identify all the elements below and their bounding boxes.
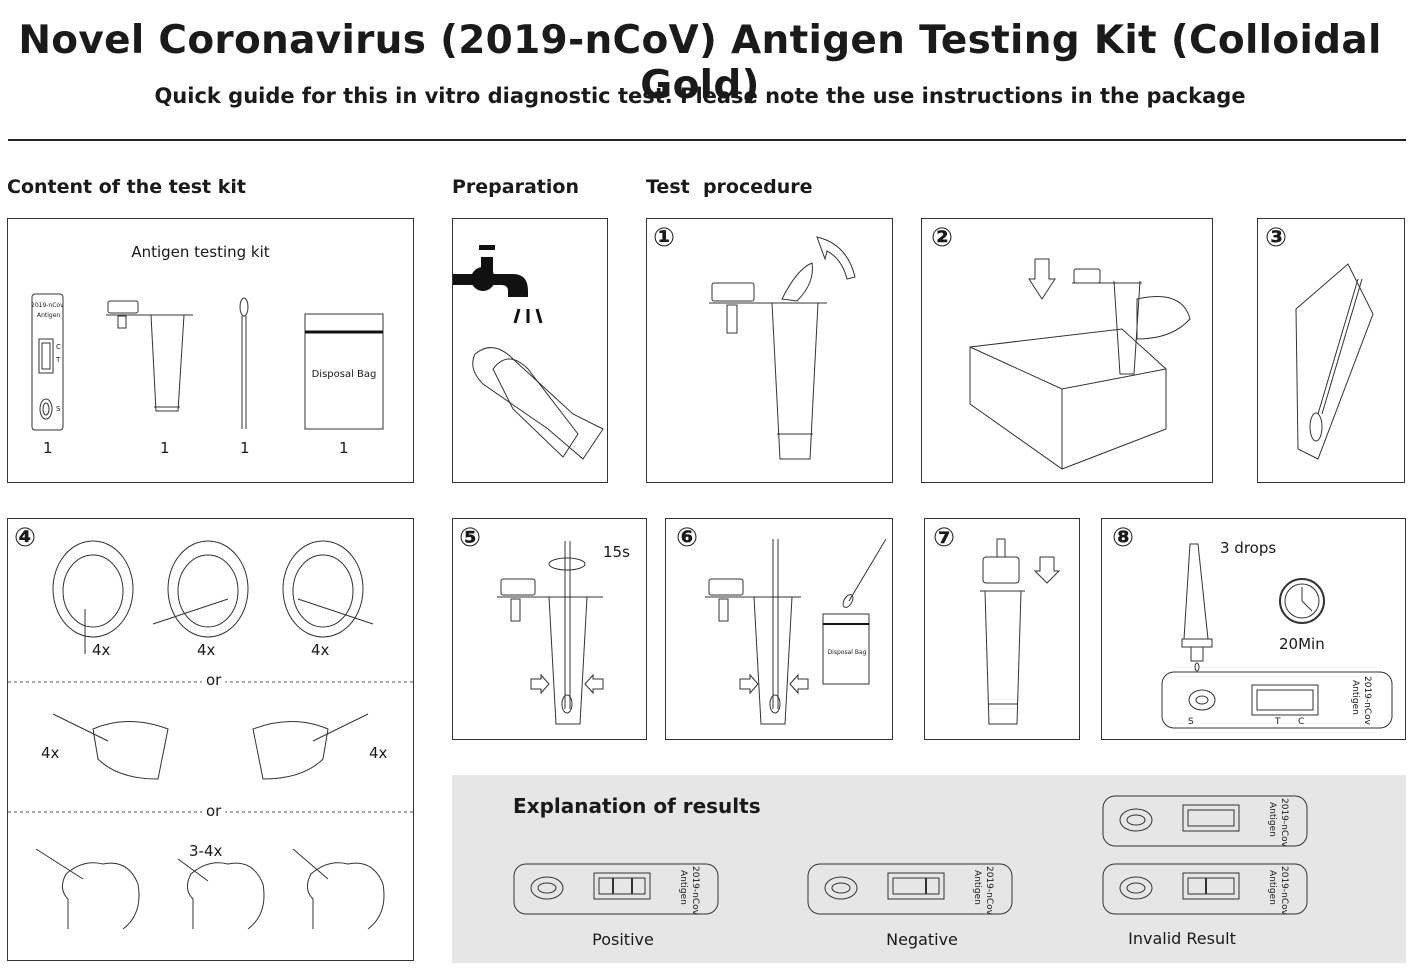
- throat-count-1: 4x: [92, 641, 111, 659]
- step-8-cassette-sub: Antigen: [1350, 680, 1360, 715]
- or-separator-1: or: [202, 671, 226, 689]
- page-subtitle: Quick guide for this in vitro diagnostic…: [154, 84, 1246, 108]
- step-6-number: ⑥: [676, 523, 699, 553]
- kit-cassette-t: T: [56, 356, 61, 364]
- kit-count-tube: 1: [160, 439, 170, 457]
- or-separator-2: or: [202, 802, 226, 820]
- invalid-1-cassette-name: 2019-nCov: [1279, 798, 1289, 847]
- step-3-illustration: [1295, 263, 1374, 460]
- content-heading: Content of the test kit: [7, 176, 246, 198]
- step-2-illustration: [969, 258, 1191, 470]
- throat-count-3: 4x: [311, 641, 330, 659]
- step-5-illustration: [497, 541, 604, 725]
- invalid-2-cassette-name: 2019-nCov: [1279, 866, 1289, 915]
- kit-cassette-sub: Antigen: [37, 312, 61, 319]
- step-3-number: ③: [1265, 223, 1288, 253]
- step-8-time: 20Min: [1279, 635, 1325, 653]
- kit-heading: Antigen testing kit: [131, 243, 270, 261]
- results-heading: Explanation of results: [513, 794, 761, 818]
- nasopharyngeal-count: 3-4x: [189, 842, 223, 860]
- step-8-s: S: [1188, 717, 1194, 727]
- step-7-number: ⑦: [933, 523, 956, 553]
- step-6-panel: ⑥ Disposal Bag: [665, 518, 893, 740]
- step-8-c: C: [1298, 717, 1305, 727]
- kit-cassette-c: C: [56, 343, 61, 351]
- results-panel: [452, 775, 1406, 963]
- step-8-number: ⑧: [1112, 523, 1135, 553]
- kit-cassette-s: S: [56, 405, 61, 413]
- step-8-cassette-name: 2019-nCov: [1362, 676, 1372, 725]
- negative-cassette-name: 2019-nCov: [984, 866, 994, 915]
- negative-cassette-sub: Antigen: [972, 870, 982, 905]
- throat-count-2: 4x: [197, 641, 216, 659]
- result-invalid-label: Invalid Result: [1128, 929, 1236, 948]
- header-divider: [8, 139, 1406, 141]
- step-6-illustration: [705, 538, 887, 725]
- step-2-number: ②: [931, 223, 954, 253]
- step-5-number: ⑤: [459, 523, 482, 553]
- procedure-heading: Test procedure: [646, 176, 813, 198]
- result-negative-label: Negative: [886, 930, 958, 949]
- result-positive-label: Positive: [592, 930, 654, 949]
- step-1-panel: ①: [646, 218, 893, 483]
- preparation-panel: [452, 218, 608, 483]
- step-7-panel: ⑦: [924, 518, 1080, 740]
- kit-count-swab: 1: [240, 439, 250, 457]
- step-8-panel: ⑧ 3 drops 20Min S T C 2019-nCov Antigen: [1101, 518, 1406, 740]
- kit-disposal-bag-label: Disposal Bag: [311, 369, 377, 380]
- invalid-1-cassette-sub: Antigen: [1267, 802, 1277, 837]
- wash-hands-illustration: [453, 245, 604, 460]
- preparation-heading: Preparation: [452, 176, 579, 198]
- positive-cassette-name: 2019-nCov: [690, 866, 700, 915]
- step-3-panel: ③: [1257, 218, 1405, 483]
- page-title: Novel Coronavirus (2019-nCoV) Antigen Te…: [18, 18, 1382, 108]
- kit-content-panel: Antigen testing kit 2019-nCov Antigen C …: [7, 218, 414, 483]
- step-4-panel: ④ 4x 4x 4x or 4x 4x or 3-4x: [7, 518, 415, 961]
- step-1-illustration: [709, 236, 856, 460]
- invalid-2-cassette-sub: Antigen: [1267, 870, 1277, 905]
- step-6-bag-label: Disposal Bag: [827, 649, 867, 656]
- step-2-panel: ②: [921, 218, 1213, 483]
- positive-cassette-sub: Antigen: [678, 870, 688, 905]
- step-5-time: 15s: [603, 543, 630, 561]
- step-7-illustration: [980, 538, 1061, 725]
- step-8-illustration: [1161, 543, 1393, 729]
- nose-count-left: 4x: [41, 744, 60, 762]
- step-8-drops: 3 drops: [1220, 539, 1277, 557]
- kit-illustration: [31, 293, 384, 431]
- step-4-number: ④: [14, 523, 37, 553]
- step-5-panel: ⑤ 15s: [452, 518, 647, 740]
- step-1-number: ①: [653, 223, 676, 253]
- kit-cassette-name: 2019-nCov: [31, 302, 64, 309]
- kit-count-bag: 1: [339, 439, 349, 457]
- step-4-illustration: [8, 540, 415, 930]
- results-illustration: [513, 795, 1308, 915]
- nose-count-right: 4x: [369, 744, 388, 762]
- kit-count-cassette: 1: [43, 439, 53, 457]
- step-8-t: T: [1275, 717, 1281, 727]
